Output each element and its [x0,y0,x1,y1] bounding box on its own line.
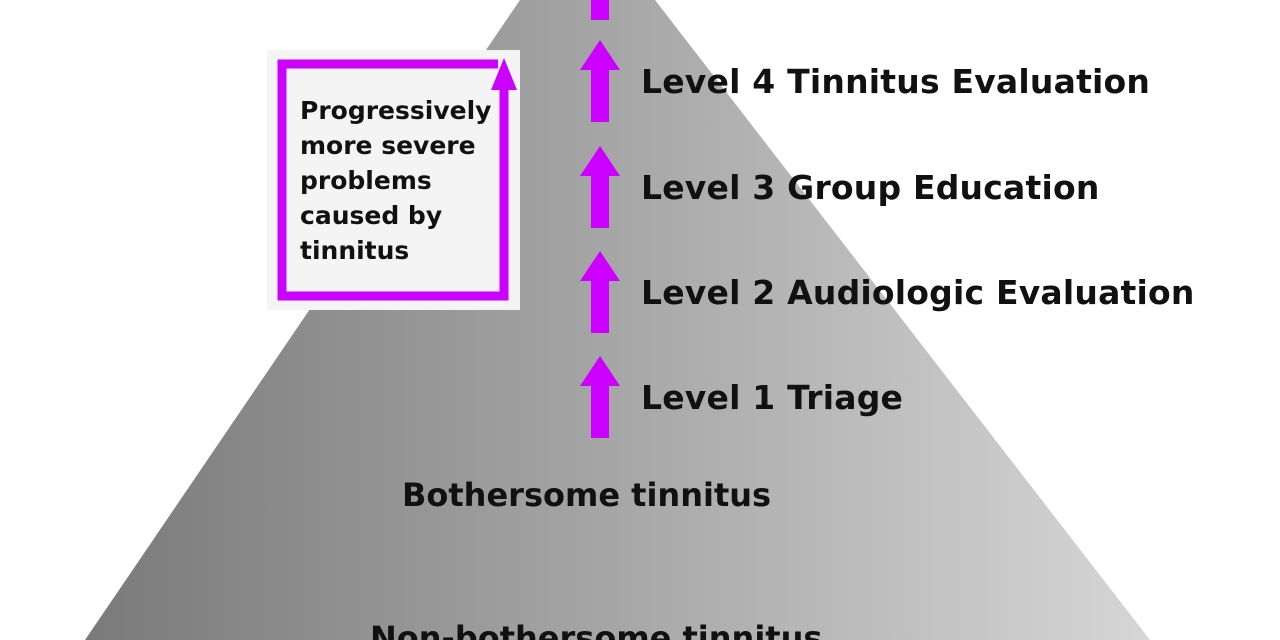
side-box-line: tinnitus [300,236,410,265]
level-3-label: Level 3 Group Education [641,168,1100,207]
arrow-up-icon [580,251,620,333]
arrow-up-icon [277,58,517,301]
arrow-up-icon [580,356,620,438]
level-1-label: Level 1 Triage [641,378,904,417]
pyramid-shape [85,0,1150,640]
level-2-label: Level 2 Audiologic Evaluation [641,273,1195,312]
side-box-text: Progressively more severe problems cause… [300,93,500,268]
side-box-line: caused by [300,201,443,230]
arrow-up-icon [580,146,620,228]
side-box-line: more severe [300,131,476,160]
level-4-label: Level 4 Tinnitus Evaluation [641,62,1151,101]
side-box-background [267,50,520,310]
side-box-line: problems [300,166,432,195]
bothersome-label: Bothersome tinnitus [402,476,772,514]
side-box-line: Progressively [300,96,492,125]
arrow-up-icon [591,0,609,20]
non-bothersome-label: Non-bothersome tinnitus [370,619,823,640]
arrow-up-icon [580,40,620,122]
